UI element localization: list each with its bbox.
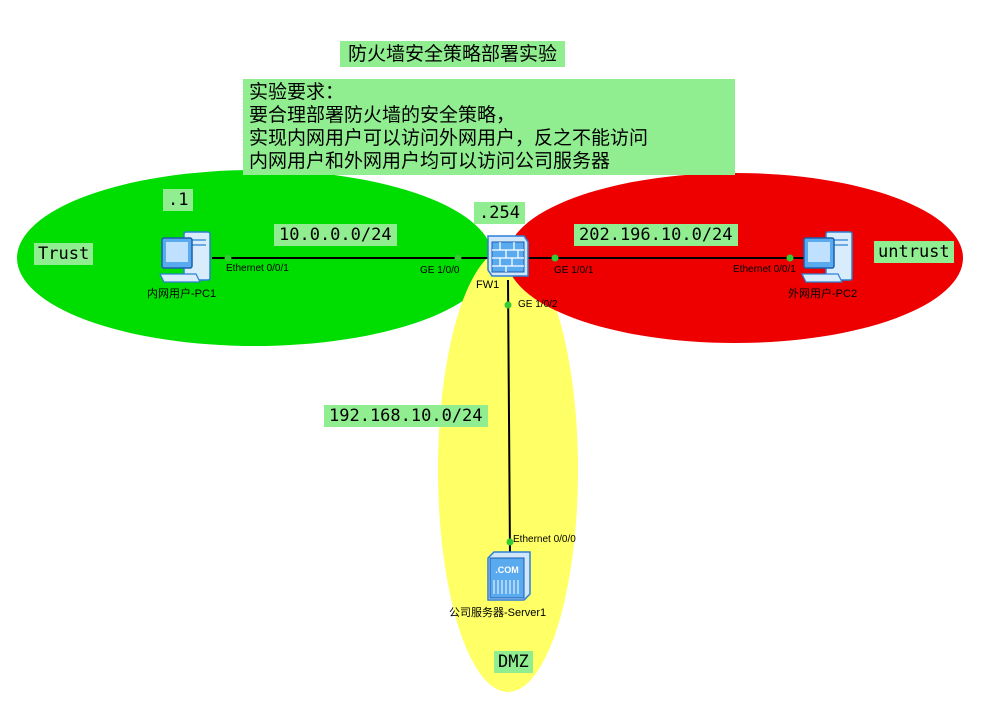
requirement-line-3: 内网用户和外网用户均可以访问公司服务器 [249, 150, 611, 172]
link-fw1-server1 [507, 279, 511, 556]
dmz-zone [438, 248, 578, 692]
fw-port-g2-label: GE 1/0/2 [518, 299, 558, 310]
pc2-icon[interactable] [801, 231, 853, 283]
requirements-box: 实验要求： 要合理部署防火墙的安全策略， 实现内网用户可以访问外网用户，反之不能… [243, 79, 735, 175]
port-dot-pc2 [786, 254, 794, 262]
pc1-icon[interactable] [159, 231, 211, 283]
trust-network-label: 10.0.0.0/24 [274, 224, 397, 246]
pc1-host-suffix: .1 [163, 189, 194, 211]
pc1-port-label: Ethernet 0/0/1 [226, 263, 289, 274]
port-dot-server1 [506, 538, 514, 546]
requirement-line-2: 实现内网用户可以访问外网用户，反之不能访问 [249, 127, 649, 149]
port-dot-fw-g0 [454, 254, 462, 262]
fw-host-suffix: .254 [474, 202, 525, 224]
fw1-name: FW1 [476, 279, 500, 291]
trust-zone-label: Trust [34, 243, 94, 265]
pc2-port-label: Ethernet 0/0/1 [733, 264, 796, 275]
diagram-title: 防火墙安全策略部署实验 [340, 41, 566, 67]
server1-port-label: Ethernet 0/0/0 [513, 534, 576, 545]
port-dot-pc1 [224, 254, 232, 262]
requirement-line-1: 要合理部署防火墙的安全策略， [249, 104, 516, 126]
fw-port-g0-label: GE 1/0/0 [420, 265, 460, 276]
firewall-icon[interactable] [487, 235, 529, 277]
untrust-network-label: 202.196.10.0/24 [574, 224, 738, 246]
untrust-zone-label: untrust [874, 241, 954, 263]
server-icon[interactable] [487, 551, 531, 601]
pc1-name: 内网用户-PC1 [147, 288, 217, 300]
fw-port-g1-label: GE 1/0/1 [554, 265, 594, 276]
requirements-heading: 实验要求： [249, 81, 345, 103]
dmz-zone-label: DMZ [494, 651, 533, 673]
server-badge: .COM [495, 565, 519, 575]
server1-name: 公司服务器-Server1 [449, 607, 547, 619]
pc2-name: 外网用户-PC2 [788, 288, 858, 300]
port-dot-fw-g1 [551, 254, 559, 262]
dmz-network-label: 192.168.10.0/24 [324, 405, 488, 427]
port-dot-fw-g2 [504, 301, 512, 309]
